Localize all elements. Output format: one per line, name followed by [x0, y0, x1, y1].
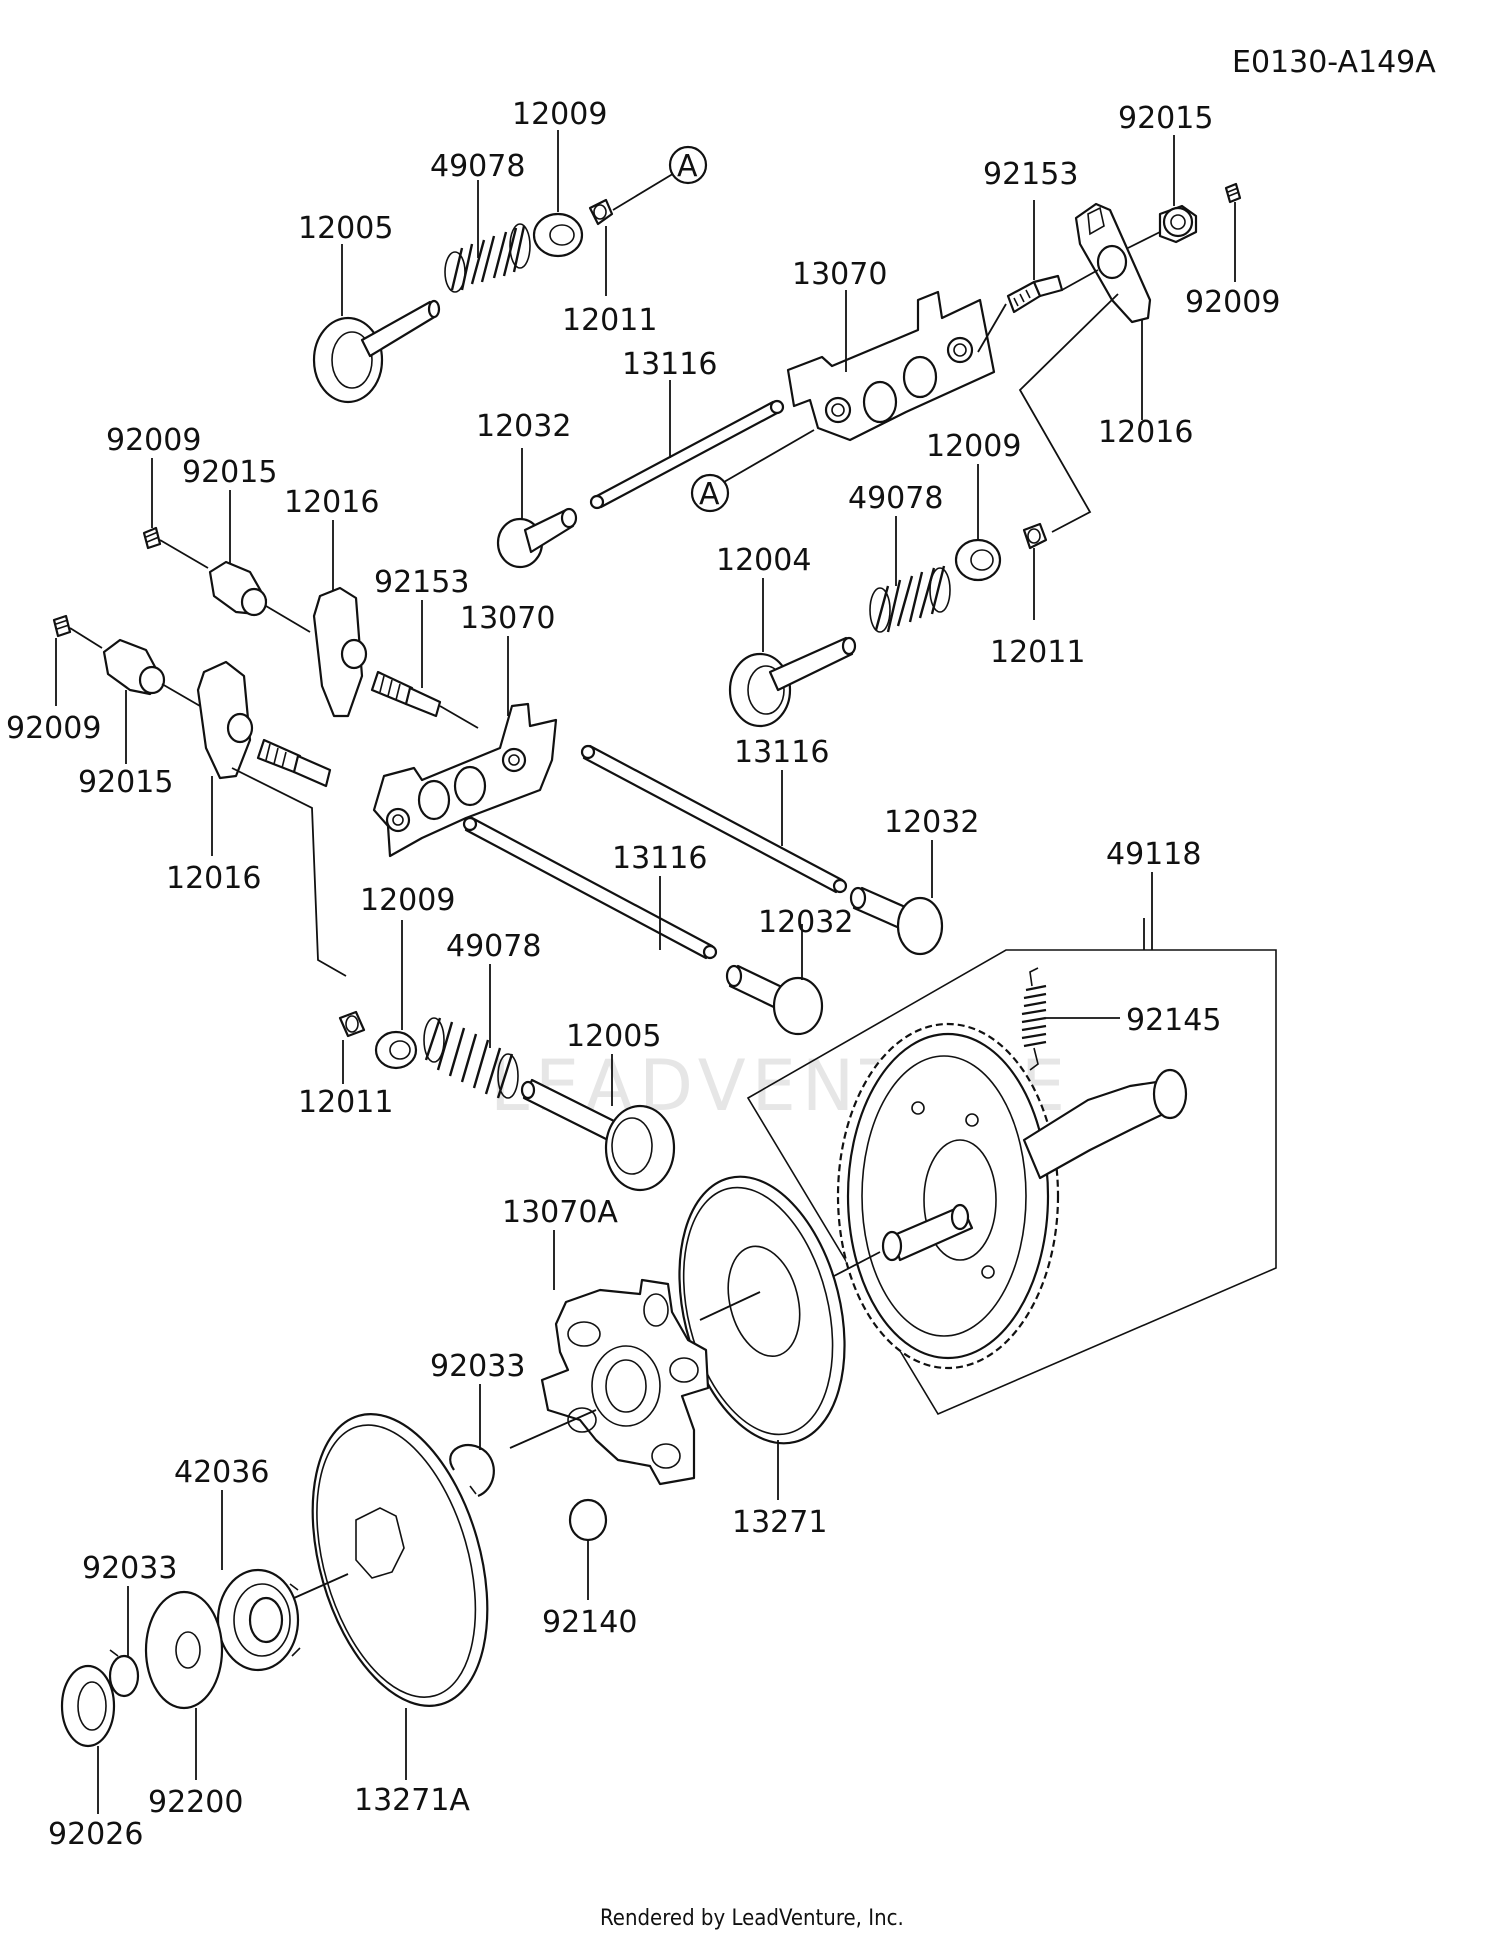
label-13070-b: 13070 [460, 601, 555, 636]
valve-12005-low[interactable] [520, 1078, 676, 1192]
figure-code: E0130-A149A [1232, 45, 1436, 80]
screw-92009-left-upper[interactable] [142, 526, 162, 550]
label-13271A: 13271A [354, 1783, 470, 1818]
label-12011-b: 12011 [990, 635, 1085, 670]
label-92009-b: 92009 [106, 423, 201, 458]
governor-weight-13070A[interactable] [540, 1278, 710, 1486]
screw-92009-left-lower[interactable] [52, 614, 72, 638]
label-92153-b: 92153 [374, 565, 469, 600]
label-12011-c: 12011 [298, 1085, 393, 1120]
label-12016-c: 12016 [166, 861, 261, 896]
label-92015-c: 92015 [78, 765, 173, 800]
adjust-nut-92015-top[interactable] [1158, 204, 1198, 244]
push-rod-13116-low[interactable] [462, 816, 718, 960]
label-12032-a: 12032 [476, 409, 571, 444]
guide-plate-13070-left[interactable] [372, 702, 558, 858]
collet-12011-mid[interactable] [1022, 522, 1048, 550]
tappet-12032-top[interactable] [496, 507, 578, 569]
adjust-nut-92015-left-lower[interactable] [102, 638, 166, 696]
stud-92153-left-lower[interactable] [256, 738, 332, 788]
label-12005-a: 12005 [298, 211, 393, 246]
rocker-arm-12016-top[interactable] [1074, 202, 1152, 324]
collet-12011-low[interactable] [338, 1010, 366, 1038]
label-42036: 42036 [174, 1455, 269, 1490]
label-12032-b: 12032 [884, 805, 979, 840]
push-rod-13116-top[interactable] [589, 399, 785, 510]
label-92153-a: 92153 [983, 157, 1078, 192]
label-92145: 92145 [1126, 1003, 1221, 1038]
screw-92009-top[interactable] [1224, 182, 1242, 204]
adjust-nut-92015-left-upper[interactable] [208, 560, 268, 617]
guide-plate-13070-top[interactable] [786, 290, 996, 442]
retainer-12009-low[interactable] [374, 1030, 418, 1070]
push-rod-13116-mid[interactable] [580, 744, 848, 894]
label-13070-a: 13070 [792, 257, 887, 292]
label-12016-a: 12016 [1098, 415, 1193, 450]
label-92026: 92026 [48, 1817, 143, 1852]
label-49078-b: 49078 [848, 481, 943, 516]
label-49118: 49118 [1106, 837, 1201, 872]
footer-credit: Rendered by LeadVenture, Inc. [600, 1906, 904, 1931]
plate-13271A[interactable] [282, 1394, 518, 1726]
washer-92026[interactable] [60, 1664, 116, 1748]
label-13116-b: 13116 [734, 735, 829, 770]
stud-92153-left-upper[interactable] [370, 670, 442, 718]
collet-12011-top[interactable] [588, 198, 614, 226]
label-12009-a: 12009 [512, 97, 607, 132]
label-92015-b: 92015 [182, 455, 277, 490]
spring-49078-mid[interactable] [869, 565, 951, 633]
label-13116-c: 13116 [612, 841, 707, 876]
spring-49078-low[interactable] [423, 1017, 519, 1099]
label-92033-a: 92033 [430, 1349, 525, 1384]
label-92200: 92200 [148, 1785, 243, 1820]
rocker-arm-12016-left-lower[interactable] [196, 660, 254, 780]
plate-13271[interactable] [653, 1159, 870, 1461]
marker-a-top: A [668, 145, 708, 185]
svg-text:A: A [699, 477, 720, 512]
camshaft-gear-49118[interactable] [836, 1022, 1188, 1370]
label-12009-b: 12009 [926, 429, 1021, 464]
spring-49078-top[interactable] [444, 223, 531, 293]
label-12032-c: 12032 [758, 905, 853, 940]
label-49078-a: 49078 [430, 149, 525, 184]
label-92015-a: 92015 [1118, 101, 1213, 136]
valve-12004[interactable] [728, 636, 857, 728]
label-92009-c: 92009 [6, 711, 101, 746]
bearing-42036[interactable] [216, 1568, 301, 1672]
retainer-12009-mid[interactable] [954, 538, 1002, 582]
label-92009-a: 92009 [1185, 285, 1280, 320]
label-12016-b: 12016 [284, 485, 379, 520]
label-12011-a: 12011 [562, 303, 657, 338]
label-12005-b: 12005 [566, 1019, 661, 1054]
retainer-12009-top[interactable] [532, 212, 584, 258]
spring-92145[interactable] [1021, 967, 1047, 1071]
marker-a-mid: A [690, 473, 730, 513]
label-13070A: 13070A [502, 1195, 618, 1230]
rocker-arm-12016-left-upper[interactable] [312, 586, 368, 718]
svg-text:A: A [677, 149, 698, 184]
tappet-12032-mid[interactable] [849, 886, 944, 956]
label-92033-b: 92033 [82, 1551, 177, 1586]
snap-ring-92033-upper[interactable] [449, 1444, 495, 1498]
snap-ring-92033-lower[interactable] [108, 1649, 140, 1698]
label-12004: 12004 [716, 543, 811, 578]
tappet-12032-low[interactable] [725, 964, 824, 1036]
valve-12005-top[interactable] [312, 299, 441, 404]
label-12009-c: 12009 [360, 883, 455, 918]
label-92140: 92140 [542, 1605, 637, 1640]
label-13271: 13271 [732, 1505, 827, 1540]
ball-92140[interactable] [568, 1498, 608, 1542]
label-49078-c: 49078 [446, 929, 541, 964]
camshaft-box-49118 [746, 949, 1277, 1416]
stud-92153-top[interactable] [1006, 274, 1064, 314]
label-13116-a: 13116 [622, 347, 717, 382]
washer-92200[interactable] [144, 1590, 224, 1710]
